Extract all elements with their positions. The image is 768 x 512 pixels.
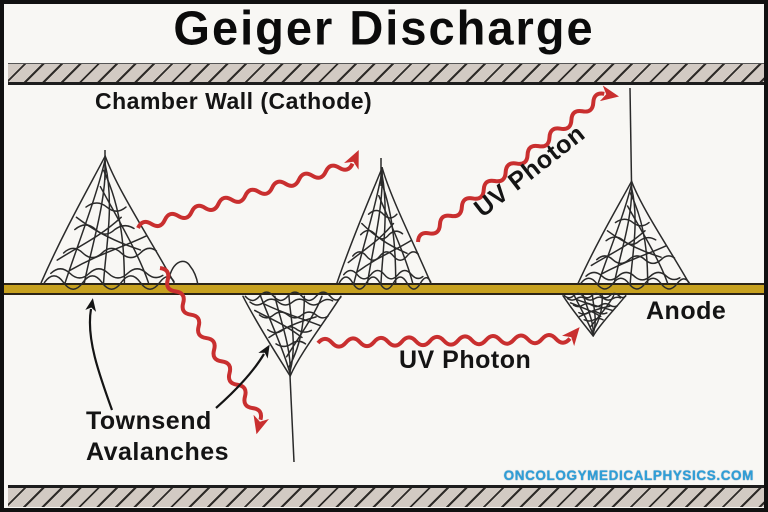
chamber-wall-label: Chamber Wall (Cathode) [95, 88, 373, 114]
chamber-wall-top [8, 63, 768, 85]
avalanche-right-bottom [562, 293, 627, 337]
avalanche-middle-top [336, 158, 432, 290]
uv-photon-arrow-downward [159, 266, 269, 435]
anode-label: Anode [646, 297, 727, 325]
townsend-avalanches-label: Townsend Avalanches [86, 406, 229, 468]
townsend-pointer-arrow-left [85, 298, 114, 411]
townsend-pointer-arrow-right [215, 344, 270, 409]
uv-photon-arrow-left-to-middle [136, 149, 359, 229]
avalanche-left [40, 150, 199, 291]
page-title: Geiger Discharge [173, 0, 595, 55]
watermark-url: ONCOLOGYMEDICALPHYSICS.COM [503, 468, 754, 483]
avalanche-middle-bottom [242, 291, 342, 463]
uv-photon-label-horizontal: UV Photon [399, 346, 532, 374]
uv-photon-arrow-to-cathode [416, 85, 620, 243]
uv-photon-arrow-horizontal [316, 327, 580, 349]
chamber-wall-bottom [8, 485, 768, 507]
avalanche-right [576, 87, 691, 290]
townsend-label-line1: Townsend [86, 407, 212, 435]
townsend-label-line2: Avalanches [86, 438, 230, 466]
